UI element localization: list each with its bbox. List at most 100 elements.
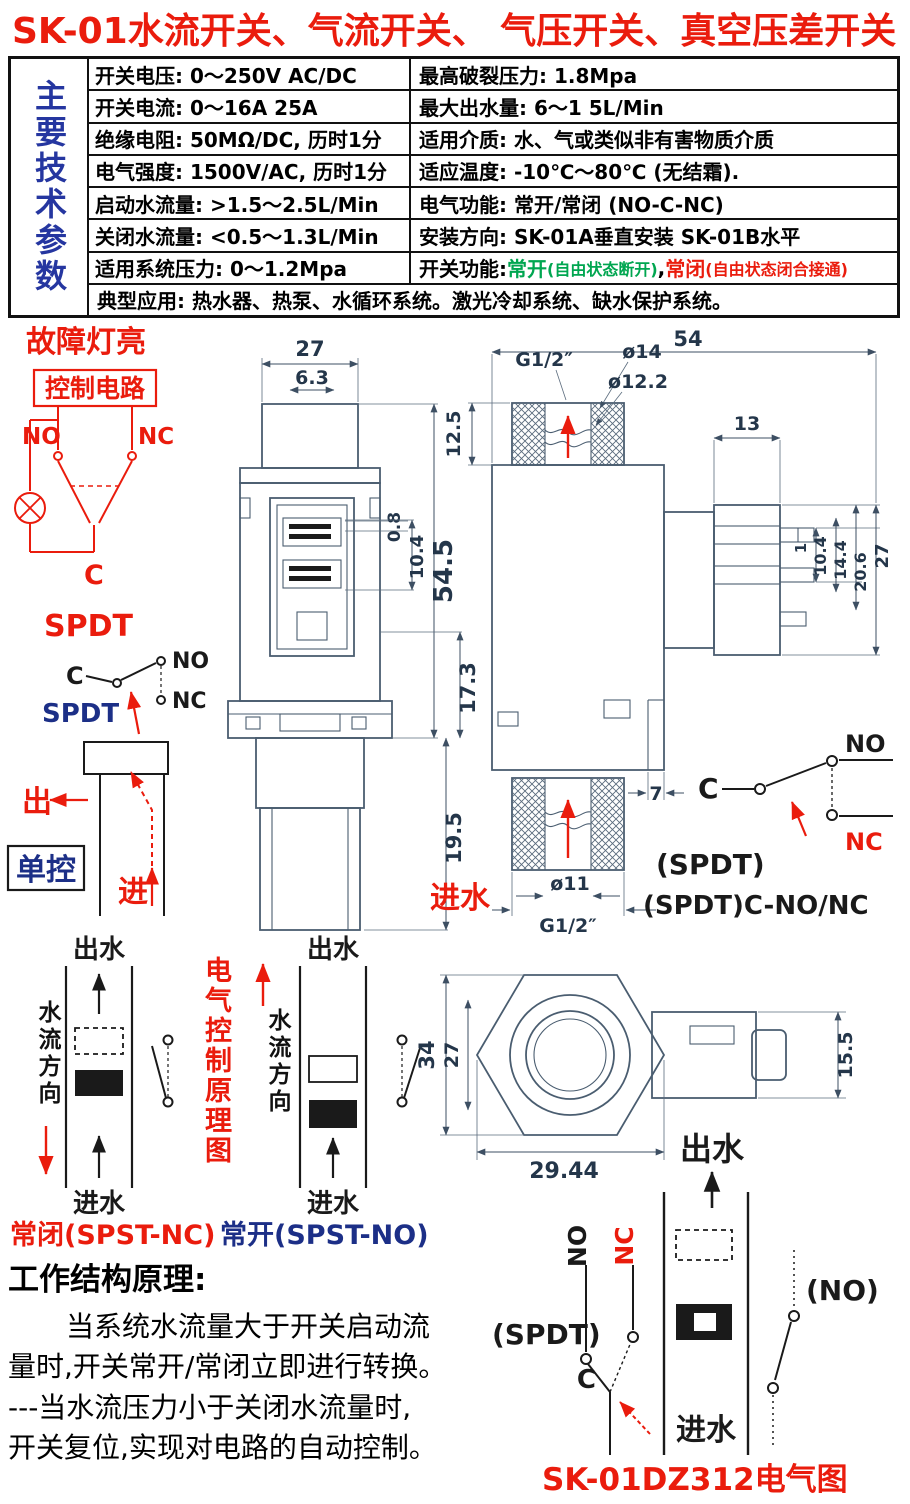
- ed-no2-label: (NO): [806, 1274, 879, 1307]
- spdt-right-nc: NC: [845, 828, 883, 856]
- single-control-sketch: 出 单控 进: [6, 741, 169, 916]
- ed-in-label: 进水: [676, 1413, 737, 1448]
- electric-diagram: 出水 NO NC C (SPDT) (NO) 进水: [492, 1130, 879, 1498]
- side-dia-11: ø11: [550, 873, 590, 895]
- flow-diagram-nc: 出水 进水 常闭(SPST-NC): [10, 935, 215, 1251]
- side-dim-54: 54: [673, 327, 702, 351]
- spdt-right-label2: (SPDT)C-NO/NC: [643, 891, 869, 921]
- cell-switch-function: 开关功能: 常开 (自由状态断开) , 常闭 (自由状态闭合接通): [411, 253, 897, 283]
- no-caption: 常开(SPST-NO): [220, 1220, 429, 1251]
- single-control-box: [6, 844, 86, 892]
- front-dim-19-5: 19.5: [442, 812, 466, 864]
- bottom-thread: [511, 777, 625, 871]
- hex-dim-27: 27: [441, 1042, 463, 1068]
- cell-burst-pressure: 最高破裂压力: 1.8Mpa: [419, 63, 638, 88]
- table-row: 绝缘电阻: 50MΩ/DC, 历时1分 适用介质: 水、气或类似非有害物质介质: [89, 123, 897, 156]
- side-dim-13: 13: [734, 413, 760, 435]
- piston-ghost: [74, 1027, 124, 1055]
- front-dim-0-8: 0.8: [385, 512, 405, 542]
- switch-function-sep: ,: [657, 255, 666, 280]
- table-row: 典型应用: 热水器、热泵、水循环系统。激光冷却系统、缺水保护系统。: [89, 285, 897, 315]
- piston-ghost: [308, 1055, 358, 1083]
- spec-table: 主要技术参数 开关电压: 0～250V AC/DC 最高破裂压力: 1.8Mpa…: [8, 56, 900, 318]
- ed-c-label: C: [577, 1365, 596, 1395]
- out-label: 出: [22, 785, 52, 820]
- working-principle-heading: 工作结构原理:: [8, 1262, 207, 1298]
- table-row: 启动水流量: >1.5～2.5L/Min 电气功能: 常开/常闭 (NO-C-N…: [89, 188, 897, 221]
- cell-typical-applications: 典型应用: 热水器、热泵、水循环系统。激光冷却系统、缺水保护系统。: [97, 289, 732, 314]
- cell-mount-direction: 安装方向: SK-01A垂直安装 SK-01B水平: [419, 224, 801, 249]
- flow-diagram-no: 出水 进水 常开(SPST-NO): [220, 935, 429, 1251]
- fault-lamp-circuit: 故障灯亮 控制电路 NO NC C SPDT: [14, 325, 174, 644]
- switch-body-outline: [83, 741, 169, 775]
- nc-in-label: 进水: [73, 1189, 126, 1219]
- side-dim-1: 1: [792, 543, 810, 553]
- working-principle-line: 当系统水流量大于开关启动流: [66, 1310, 431, 1343]
- working-principle: 工作结构原理: 当系统水流量大于开关启动流 量时,开关常开/常闭立即进行转换。 …: [8, 1254, 508, 1468]
- control-circuit-box: [32, 368, 158, 408]
- terminal-pin: [779, 567, 815, 583]
- electric-control-principle-label: 电气控制原理图: [200, 956, 231, 1166]
- front-view: 27 6.3 0.8 10.4 54.5 17.3 19.5: [227, 337, 480, 931]
- side-thread-top: G1/2″: [515, 349, 573, 371]
- ed-out-label: 出水: [680, 1130, 745, 1168]
- table-row: 开关电压: 0～250V AC/DC 最高破裂压力: 1.8Mpa: [89, 59, 897, 92]
- side-dim-27: 27: [872, 543, 893, 568]
- cell-electric-strength: 电气强度: 1500V/AC, 历时1分: [89, 155, 411, 186]
- cell-switch-voltage: 开关电压: 0～250V AC/DC: [89, 59, 411, 90]
- side-view: 54 G1/2″ ø14 ø12.2 12.5 13 1 10.4: [430, 327, 893, 937]
- side-dim-7: 7: [649, 783, 662, 805]
- ed-nc-label: NC: [610, 1226, 639, 1265]
- in-label: 进: [118, 875, 148, 910]
- cell-insulation: 绝缘电阻: 50MΩ/DC, 历时1分: [89, 123, 411, 154]
- page-title: SK-01水流开关、气流开关、 气压开关、真空压差开关: [12, 11, 897, 52]
- working-principle-line: 量时,开关常开/常闭立即进行转换。: [8, 1350, 447, 1384]
- table-vertical-header: 主要技术参数: [11, 59, 89, 315]
- single-control-label: 单控: [16, 853, 76, 888]
- hex-dim-34: 34: [415, 1040, 439, 1069]
- ed-no-label: NO: [563, 1225, 592, 1267]
- side-dim-20-6: 20.6: [851, 552, 870, 591]
- fault-circuit-title: 故障灯亮: [26, 325, 146, 360]
- flow-direction-label-nc: 水流方向: [34, 1000, 60, 1108]
- spdt-small-no: NO: [172, 649, 209, 674]
- piston: [309, 1100, 357, 1128]
- actuation-arrow: [127, 691, 142, 735]
- front-dim-17-3: 17.3: [456, 662, 480, 714]
- switch-function-nc: 常闭: [665, 257, 706, 282]
- cell-start-flow: 启动水流量: >1.5～2.5L/Min: [89, 188, 411, 219]
- spdt-right-label1: (SPDT): [656, 848, 765, 881]
- spdt-small-label: SPDT: [42, 699, 119, 729]
- table-row: 关闭水流量: <0.5～1.3L/Min 安装方向: SK-01A垂直安装 SK…: [89, 220, 897, 253]
- hex-nut-outline: [475, 974, 666, 1136]
- spdt-small-c: C: [66, 662, 84, 690]
- flow-direction-label-no: 水流方向: [264, 1008, 290, 1116]
- connector-hatched: [713, 504, 781, 656]
- spdt-right-c: C: [698, 772, 719, 805]
- cell-temperature: 适应温度: -10℃～80℃ (无结霜).: [419, 160, 740, 185]
- side-dim-12-5: 12.5: [443, 411, 465, 458]
- table-row: 适用系统压力: 0～1.2Mpa 开关功能: 常开 (自由状态断开) , 常闭 …: [89, 252, 897, 285]
- side-dim-10-4: 10.4: [811, 536, 830, 575]
- fault-no-label: NO: [22, 424, 61, 450]
- spdt-small-nc: NC: [172, 689, 207, 714]
- working-principle-line: ---当水流压力小于关闭水流量时,: [8, 1390, 412, 1424]
- hex-dim-15-5: 15.5: [835, 1032, 857, 1079]
- spdt-right-no: NO: [845, 730, 886, 758]
- side-dia-12-2: ø12.2: [608, 371, 668, 393]
- spdt-right-circuit: C NO NC (SPDT) (SPDT)C-NO/NC: [643, 730, 893, 921]
- front-dim-6-3: 6.3: [295, 367, 329, 389]
- control-circuit-label: 控制电路: [45, 374, 146, 403]
- technical-drawings: 故障灯亮 控制电路 NO NC C SPDT C: [6, 325, 893, 1498]
- fault-nc-label: NC: [138, 424, 174, 450]
- side-dim-14-4: 14.4: [831, 540, 850, 579]
- switch-function-no: 常开: [507, 257, 547, 282]
- cell-switch-current: 开关电流: 0～16A 25A: [89, 91, 411, 122]
- fault-c-label: C: [84, 560, 104, 591]
- switch-function-nc-note: (自由状态闭合接通): [705, 259, 848, 279]
- terminal-blade: [289, 524, 331, 529]
- front-dim-27: 27: [295, 337, 324, 361]
- table-row: 开关电流: 0～16A 25A 最大出水量: 6～1 5L/Min: [89, 91, 897, 124]
- no-in-label: 进水: [307, 1189, 360, 1219]
